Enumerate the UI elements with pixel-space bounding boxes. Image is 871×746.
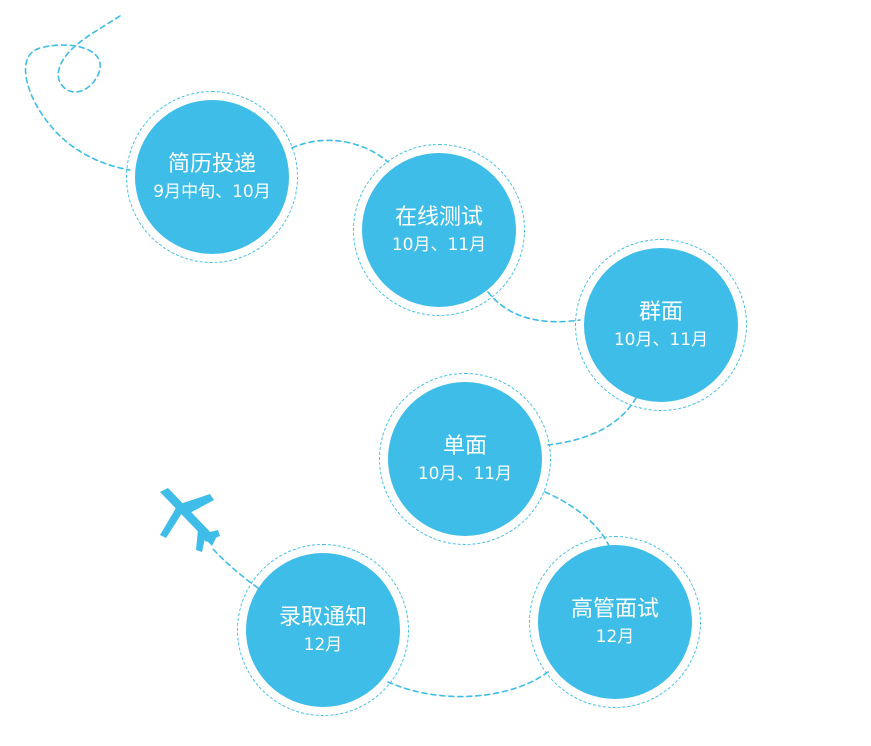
step-executive-interview: 高管面试 12月 [529,536,701,708]
step-time: 9月中旬、10月 [153,182,271,202]
step-single-interview: 单面 10月、11月 [379,373,551,545]
airplane-icon [160,488,220,552]
route-segment-4 [544,491,611,549]
step-time: 12月 [595,627,635,647]
route-segment-3 [547,397,637,446]
step-time: 10月、11月 [391,235,487,255]
step-time: 10月、11月 [613,330,709,350]
step-title: 简历投递 [167,152,256,177]
step-title: 高管面试 [570,597,659,622]
step-offer-notice: 录取通知 12月 [237,544,409,716]
step-time: 10月、11月 [417,464,513,484]
route-segment-1 [291,139,389,163]
step-title: 群面 [638,300,683,325]
step-time: 12月 [303,635,343,655]
route-segment-5 [387,671,549,698]
step-group-interview: 群面 10月、11月 [575,239,747,411]
step-resume-submission: 简历投递 9月中旬、10月 [126,91,298,263]
route-start-loop [24,15,131,171]
step-online-test: 在线测试 10月、11月 [353,144,525,316]
step-title: 单面 [442,434,487,459]
route-segment-2 [487,291,581,323]
step-title: 在线测试 [394,205,483,230]
step-title: 录取通知 [278,605,367,630]
